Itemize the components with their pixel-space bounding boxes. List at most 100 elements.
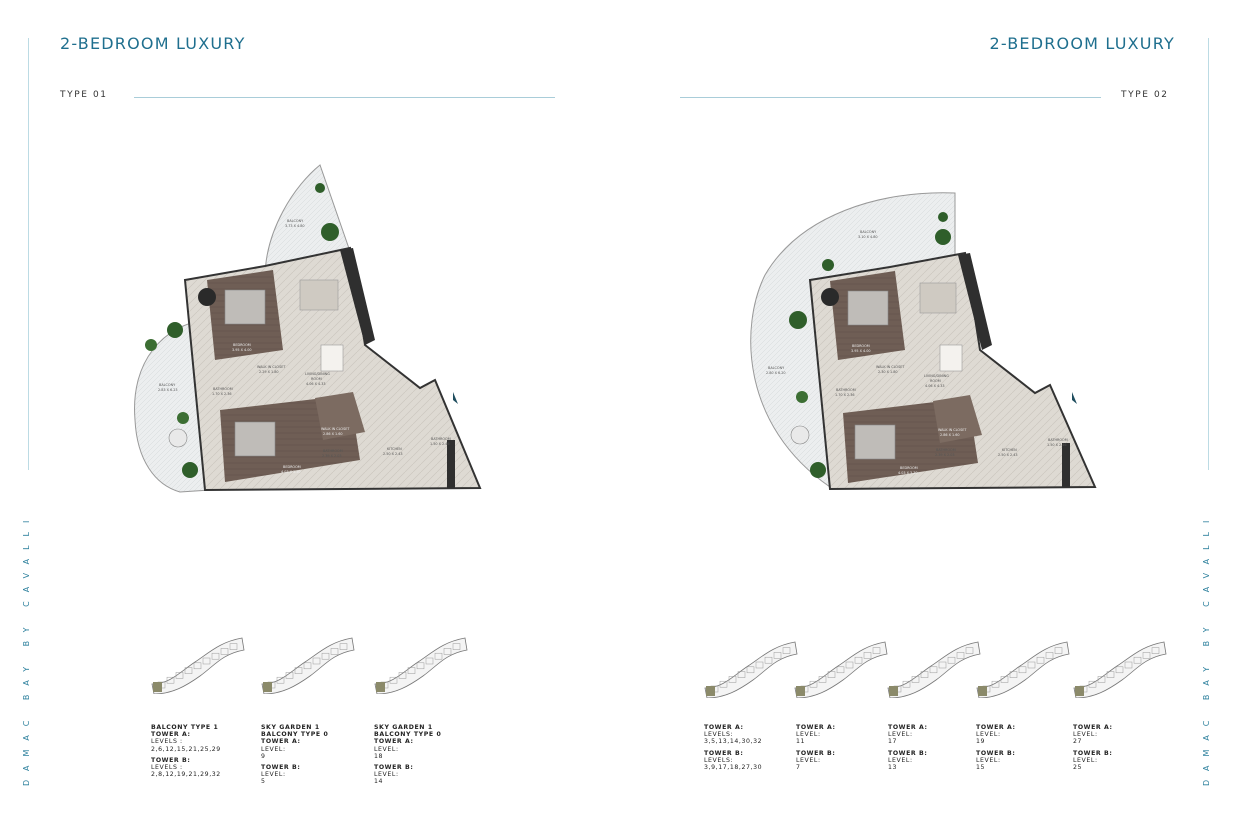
room-size: 2.86 X 1.60 [323, 432, 343, 436]
highlighted-unit [978, 686, 987, 696]
wall-segment [447, 440, 455, 488]
left-type-label: TYPE 01 [60, 90, 108, 100]
room-label: LIVING/DINING [305, 372, 330, 376]
room-label: BATHROOM [836, 388, 856, 392]
room-label: BALCONY [860, 230, 877, 234]
room-label: BALCONY [768, 366, 785, 370]
north-arrow [453, 392, 458, 404]
room-size: 3.73 X 4.80 [285, 224, 305, 228]
left-floor-plan: BALCONY 3.73 X 4.80 BALCONY 2.83 X 6.23 … [134, 164, 482, 493]
room-label: WALK IN CLOSET [876, 365, 905, 369]
room-label: WALK IN CLOSET [321, 427, 350, 431]
walkin-2-floor [933, 395, 982, 443]
room-size: 2.80 X 6.20 [766, 371, 786, 375]
room-label: BALCONY [159, 383, 176, 387]
room-size: 3.95 X 4.00 [232, 348, 252, 352]
room-size: 1.50 X 2.46 [1047, 443, 1067, 447]
bed-2 [854, 424, 896, 460]
room-label: BATHROOM [1048, 438, 1068, 442]
room-size: 4.06 X 4.33 [925, 384, 945, 388]
walkin-2-floor [315, 392, 365, 440]
room-size: 2.39 X 2.03 [935, 453, 955, 457]
left-side-brand-text: DAMAC BAY BY CAVALLI [22, 511, 31, 786]
room-size: 4.03 X 3.30 [281, 470, 301, 474]
right-side-brand-text: DAMAC BAY BY CAVALLI [1202, 511, 1211, 786]
room-label: LIVING/DINING [924, 374, 949, 378]
key-plan-thumbnail [261, 637, 355, 694]
room-size: 4.06 X 4.33 [306, 382, 326, 386]
right-caption-1: TOWER A: LEVELS:3,5,13,14,30,32 TOWER B:… [704, 724, 763, 772]
plant [177, 412, 189, 424]
plant [315, 183, 325, 193]
room-label: KITCHEN [387, 447, 402, 451]
right-header-rule [680, 97, 1101, 98]
right-caption-3: TOWER A: LEVEL:17 TOWER B: LEVEL:13 [888, 724, 928, 772]
sofa [919, 282, 957, 314]
plant [167, 322, 183, 338]
key-plan-thumbnail [151, 637, 245, 694]
room-label: BATHROOM [936, 448, 956, 452]
right-floor-plan: BALCONY 3.10 X 4.80 BALCONY 2.80 X 6.20 … [750, 192, 1097, 491]
highlighted-unit [889, 686, 898, 696]
plant [182, 462, 198, 478]
bed-1 [224, 289, 266, 325]
highlighted-unit [153, 682, 162, 692]
highlighted-unit [263, 682, 272, 692]
round-table [198, 288, 216, 306]
room-label: ROOM [311, 377, 322, 381]
key-plan-thumbnail [794, 641, 888, 698]
highlighted-unit [376, 682, 385, 692]
balcony-top [264, 164, 354, 279]
plant [789, 311, 807, 329]
right-page-title: 2-BEDROOM LUXURY [989, 34, 1175, 53]
left-edge-line-top [28, 38, 29, 470]
bed-1 [847, 290, 889, 326]
key-plan-thumbnail [1073, 641, 1167, 698]
dining-table [320, 344, 344, 372]
room-size: 1.50 X 2.46 [430, 442, 450, 446]
room-size: 2.39 X 2.03 [322, 454, 342, 458]
plant [935, 229, 951, 245]
room-label: WALK IN CLOSET [257, 365, 286, 369]
key-plan-thumbnail [976, 641, 1070, 698]
room-size: 4.03 X 3.30 [898, 471, 918, 475]
round-table [790, 425, 810, 445]
key-plan-thumbnail [704, 641, 798, 698]
plant [321, 223, 339, 241]
dining-table [939, 344, 963, 372]
plant [796, 391, 808, 403]
right-caption-2: TOWER A: LEVEL:11 TOWER B: LEVEL:7 [796, 724, 836, 772]
room-size: 3.10 X 4.80 [858, 235, 878, 239]
room-label: BEDROOM [852, 344, 870, 348]
right-type-label: TYPE 02 [1121, 90, 1169, 100]
room-size: 3.95 X 4.00 [851, 349, 871, 353]
room-label: BATHROOM [323, 449, 343, 453]
room-label: ROOM [930, 379, 941, 383]
left-page-title: 2-BEDROOM LUXURY [60, 34, 246, 53]
exterior-wall-glass [958, 253, 992, 350]
plant [145, 339, 157, 351]
room-size: 2.50 X 2.43 [998, 453, 1018, 457]
room-label: BATHROOM [431, 437, 451, 441]
wall-segment [1062, 443, 1070, 487]
room-label: BEDROOM [900, 466, 918, 470]
round-table [821, 288, 839, 306]
room-label: WALK IN CLOSET [938, 428, 967, 432]
left-header-rule [134, 97, 555, 98]
room-size: 2.86 X 1.60 [940, 433, 960, 437]
sofa [299, 279, 339, 311]
plant [810, 462, 826, 478]
room-label: BEDROOM [233, 343, 251, 347]
room-size: 2.30 X 1.80 [878, 370, 898, 374]
exterior-wall-glass [340, 248, 375, 345]
room-size: 1.70 X 2.36 [835, 393, 855, 397]
north-arrow [1072, 392, 1077, 404]
room-label: KITCHEN [1002, 448, 1017, 452]
room-size: 1.70 X 2.36 [212, 392, 232, 396]
key-plan-thumbnail [374, 637, 468, 694]
highlighted-unit [1075, 686, 1084, 696]
right-edge-line-top [1208, 38, 1209, 470]
room-size: 2.83 X 6.23 [158, 388, 178, 392]
